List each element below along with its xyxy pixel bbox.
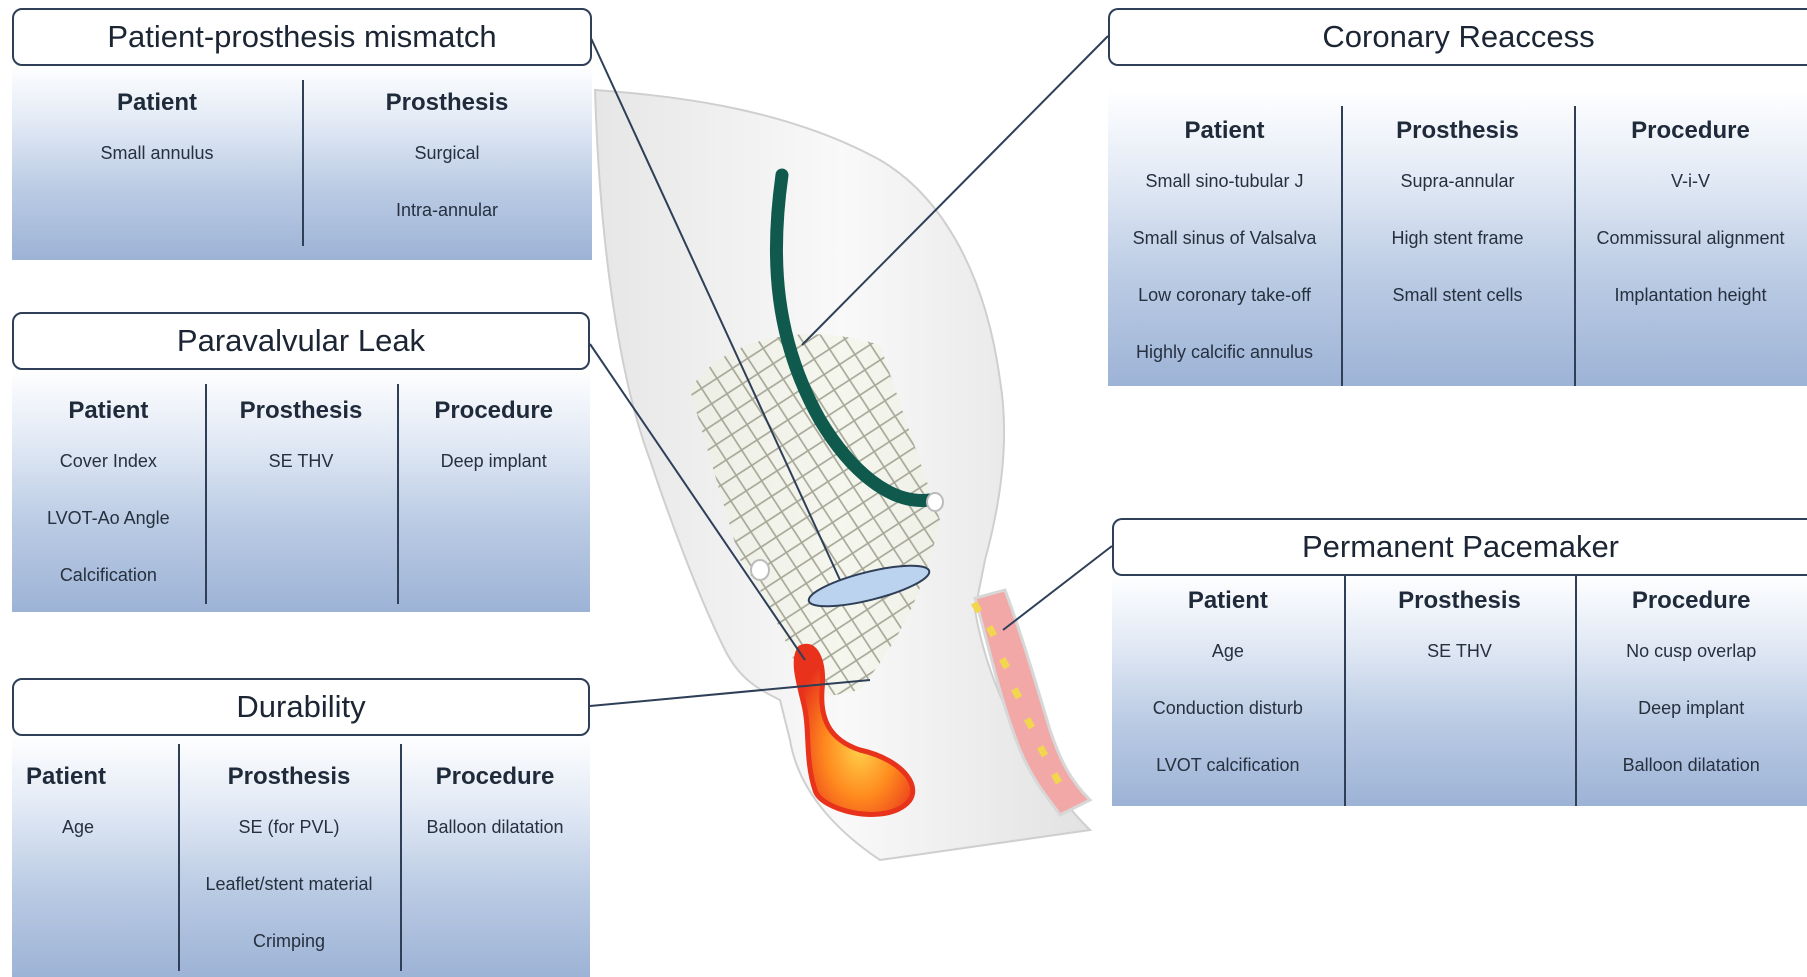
pvl-prosthesis-item: SE THV [205, 450, 398, 472]
pacemaker-procedure-item: No cusp overlap [1575, 640, 1807, 662]
coronary-procedure-item: Commissural alignment [1574, 227, 1807, 249]
coronary-procedure-item: V-i-V [1574, 170, 1807, 192]
coronary-col-prosthesis-header: Prosthesis [1341, 116, 1574, 146]
coronary-patient-item: Small sinus of Valsalva [1108, 227, 1341, 249]
durability-col-procedure-header: Procedure [400, 762, 590, 792]
coronary-procedure-item: Implantation height [1574, 284, 1807, 306]
durability-col-prosthesis: Prosthesis SE (for PVL) Leaflet/stent ma… [178, 734, 400, 977]
coronary-col-patient: Patient Small sino-tubular J Small sinus… [1108, 90, 1341, 386]
coronary-col-patient-header: Patient [1108, 116, 1341, 146]
pacemaker-col-patient: Patient Age Conduction disturb LVOT calc… [1112, 574, 1344, 806]
pacemaker-col-procedure-header: Procedure [1575, 586, 1807, 616]
panel-pvl-body: Patient Cover Index LVOT-Ao Angle Calcif… [12, 368, 590, 612]
panel-durability: Durability Patient Age Prosthesis SE (fo… [12, 678, 590, 977]
panel-coronary: Coronary Reaccess Patient Small sino-tub… [1108, 8, 1807, 386]
panel-pvl: Paravalvular Leak Patient Cover Index LV… [12, 312, 590, 612]
durability-procedure-item: Balloon dilatation [400, 816, 590, 838]
ppm-patient-item: Small annulus [12, 142, 302, 164]
durability-col-patient: Patient Age [12, 734, 178, 977]
pacemaker-patient-item: Conduction disturb [1112, 697, 1344, 719]
coronary-prosthesis-item: Supra-annular [1341, 170, 1574, 192]
ppm-prosthesis-item: Surgical [302, 142, 592, 164]
pacemaker-procedure-item: Deep implant [1575, 697, 1807, 719]
left-ostium [751, 560, 769, 580]
panel-pacemaker-body: Patient Age Conduction disturb LVOT calc… [1112, 574, 1807, 806]
ppm-col-prosthesis: Prosthesis Surgical Intra-annular [302, 64, 592, 260]
panel-pacemaker: Permanent Pacemaker Patient Age Conducti… [1112, 518, 1807, 806]
coronary-patient-item: Low coronary take-off [1108, 284, 1341, 306]
pvl-col-procedure: Procedure Deep implant [397, 368, 590, 612]
ppm-col-prosthesis-header: Prosthesis [302, 88, 592, 118]
pvl-patient-item: Calcification [12, 564, 205, 586]
pacemaker-col-procedure: Procedure No cusp overlap Deep implant B… [1575, 574, 1807, 806]
durability-col-prosthesis-header: Prosthesis [178, 762, 400, 792]
durability-prosthesis-item: Crimping [178, 930, 400, 952]
coronary-patient-item: Small sino-tubular J [1108, 170, 1341, 192]
coronary-col-procedure: Procedure V-i-V Commissural alignment Im… [1574, 90, 1807, 386]
durability-patient-item: Age [26, 816, 178, 838]
pvl-col-patient: Patient Cover Index LVOT-Ao Angle Calcif… [12, 368, 205, 612]
panel-coronary-title: Coronary Reaccess [1108, 8, 1807, 66]
durability-col-procedure: Procedure Balloon dilatation [400, 734, 590, 977]
pvl-col-prosthesis-header: Prosthesis [205, 396, 398, 426]
leader-pacemaker [1003, 546, 1112, 630]
pacemaker-procedure-item: Balloon dilatation [1575, 754, 1807, 776]
durability-prosthesis-item: Leaflet/stent material [178, 873, 400, 895]
ppm-col-patient: Patient Small annulus [12, 64, 302, 260]
durability-prosthesis-item: SE (for PVL) [178, 816, 400, 838]
coronary-col-prosthesis: Prosthesis Supra-annular High stent fram… [1341, 90, 1574, 386]
pvl-col-procedure-header: Procedure [397, 396, 590, 426]
ppm-col-patient-header: Patient [12, 88, 302, 118]
panel-coronary-body: Patient Small sino-tubular J Small sinus… [1108, 90, 1807, 386]
pacemaker-col-prosthesis-header: Prosthesis [1344, 586, 1576, 616]
coronary-col-procedure-header: Procedure [1574, 116, 1807, 146]
pvl-col-prosthesis: Prosthesis SE THV [205, 368, 398, 612]
coronary-prosthesis-item: High stent frame [1341, 227, 1574, 249]
durability-col-patient-header: Patient [26, 762, 178, 792]
panel-durability-title: Durability [12, 678, 590, 736]
coronary-ostium [927, 493, 943, 511]
pvl-procedure-item: Deep implant [397, 450, 590, 472]
panel-ppm-title: Patient-prosthesis mismatch [12, 8, 592, 66]
pacemaker-patient-item: Age [1112, 640, 1344, 662]
ppm-prosthesis-item: Intra-annular [302, 199, 592, 221]
panel-pacemaker-title: Permanent Pacemaker [1112, 518, 1807, 576]
pvl-patient-item: Cover Index [12, 450, 205, 472]
pacemaker-prosthesis-item: SE THV [1344, 640, 1576, 662]
panel-ppm: Patient-prosthesis mismatch Patient Smal… [12, 8, 592, 260]
pacemaker-col-prosthesis: Prosthesis SE THV [1344, 574, 1576, 806]
panel-pvl-title: Paravalvular Leak [12, 312, 590, 370]
coronary-prosthesis-item: Small stent cells [1341, 284, 1574, 306]
pvl-patient-item: LVOT-Ao Angle [12, 507, 205, 529]
coronary-patient-item: Highly calcific annulus [1108, 341, 1341, 363]
panel-ppm-body: Patient Small annulus Prosthesis Surgica… [12, 64, 592, 260]
panel-durability-body: Patient Age Prosthesis SE (for PVL) Leaf… [12, 734, 590, 977]
pacemaker-col-patient-header: Patient [1112, 586, 1344, 616]
pvl-col-patient-header: Patient [12, 396, 205, 426]
pacemaker-patient-item: LVOT calcification [1112, 754, 1344, 776]
